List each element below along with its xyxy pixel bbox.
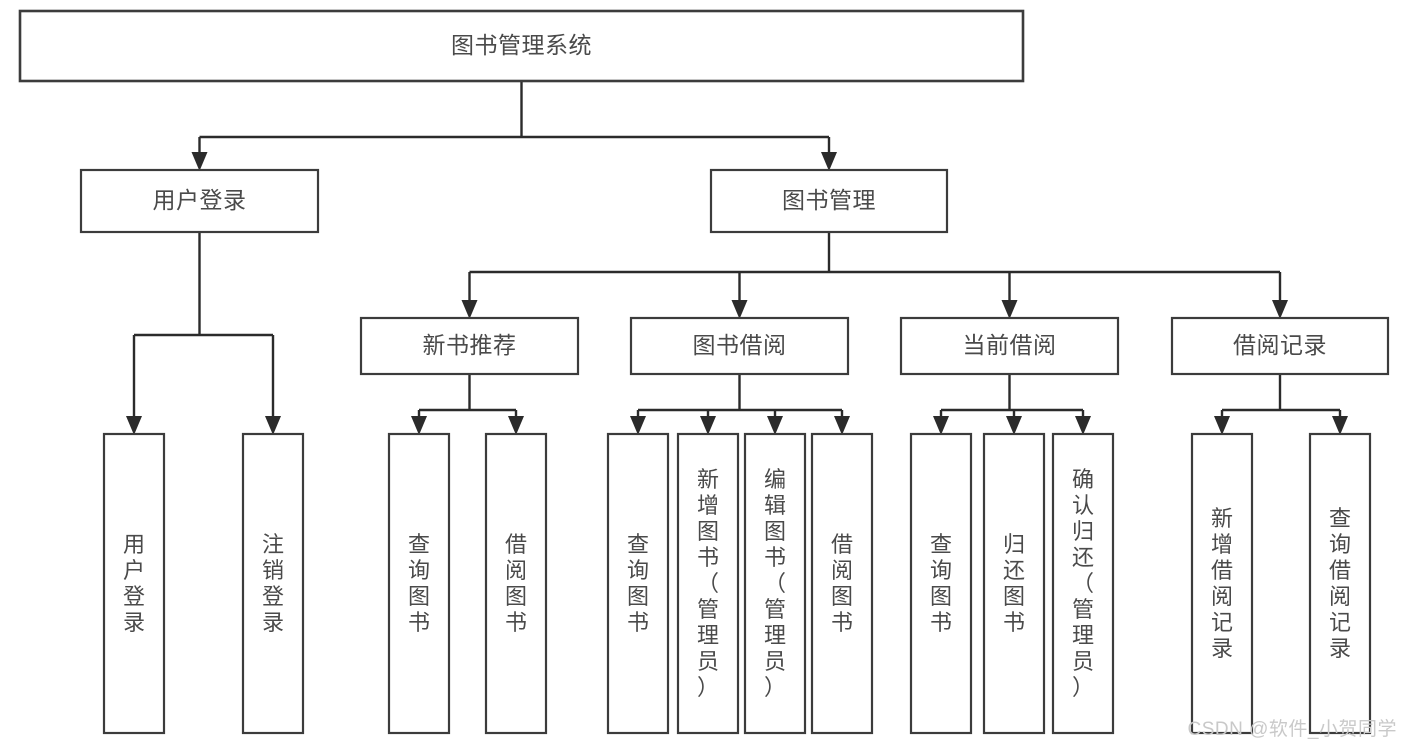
node-leaf-query-borrow-record[interactable]: 查询借阅记录 [1308,432,1372,735]
node-root[interactable]: 图书管理系统 [18,9,1025,83]
edge-arrowhead-icon [1001,300,1018,319]
edges-layer [126,81,1348,435]
node-label: 借阅记录 [1233,332,1327,358]
node-box[interactable] [1308,432,1372,735]
node-leaf-borrow-book[interactable]: 借阅图书 [810,432,874,735]
node-box[interactable] [709,168,949,234]
edge-arrowhead-icon [933,416,949,435]
node-box[interactable] [1170,316,1390,376]
node-label: 查询图书 [627,532,649,635]
edge-arrowhead-icon [508,416,524,435]
node-leaf-add-book[interactable]: 新增图书（管理员） [676,432,740,735]
node-new-book-recommend[interactable]: 新书推荐 [359,316,580,376]
node-leaf-query-book-current[interactable]: 查询图书 [909,432,973,735]
edge-arrowhead-icon [1272,300,1288,319]
node-label: 注销登录 [262,532,284,635]
node-label: 图书管理 [782,187,876,213]
node-book-borrow[interactable]: 图书借阅 [629,316,850,376]
node-box[interactable] [359,316,580,376]
edge-arrowhead-icon [191,152,208,171]
edge-arrowhead-icon [126,416,142,435]
node-box[interactable] [810,432,874,735]
node-leaf-query-book-borrow[interactable]: 查询图书 [606,432,670,735]
node-current-borrow[interactable]: 当前借阅 [899,316,1120,376]
node-box[interactable] [606,432,670,735]
node-box[interactable] [79,168,320,234]
node-leaf-return-book[interactable]: 归还图书 [982,432,1046,735]
node-label: 用户登录 [123,532,145,635]
node-box[interactable] [743,432,807,735]
edge-arrowhead-icon [1214,416,1230,435]
edge-arrowhead-icon [630,416,646,435]
node-label: 查询图书 [930,532,952,635]
node-leaf-logout-login[interactable]: 注销登录 [241,432,305,735]
node-label: 新增图书（管理员） [697,467,719,700]
edge-arrowhead-icon [1332,416,1348,435]
nodes-layer: 图书管理系统用户登录图书管理新书推荐图书借阅当前借阅借阅记录用户登录注销登录查询… [18,9,1390,735]
node-label: 用户登录 [153,187,247,213]
node-leaf-borrow-book-recommend[interactable]: 借阅图书 [484,432,548,735]
node-label: 借阅图书 [831,532,853,635]
node-box[interactable] [18,9,1025,83]
node-label: 确认归还（管理员） [1072,467,1094,700]
edge-group-book-borrow [630,374,850,435]
node-box[interactable] [1190,432,1254,735]
node-box[interactable] [676,432,740,735]
node-label: 图书借阅 [693,332,787,358]
edge-group-user-login [126,232,281,435]
edge-group-book-manage [461,232,1288,319]
edge-arrowhead-icon [767,416,783,435]
node-box[interactable] [241,432,305,735]
node-label: 当前借阅 [963,332,1057,358]
node-box[interactable] [1051,432,1115,735]
node-label: 编辑图书（管理员） [764,467,786,700]
node-leaf-user-login[interactable]: 用户登录 [102,432,166,735]
edge-arrowhead-icon [1006,416,1022,435]
node-leaf-add-borrow-record[interactable]: 新增借阅记录 [1190,432,1254,735]
node-leaf-confirm-return[interactable]: 确认归还（管理员） [1051,432,1115,735]
node-box[interactable] [899,316,1120,376]
edge-arrowhead-icon [265,416,281,435]
node-leaf-edit-book[interactable]: 编辑图书（管理员） [743,432,807,735]
node-label: 查询图书 [408,532,430,635]
edge-group-new-book-recommend [411,374,524,435]
edge-group-current-borrow [933,374,1091,435]
edge-arrowhead-icon [700,416,716,435]
edge-arrowhead-icon [834,416,850,435]
node-label: 借阅图书 [505,532,527,635]
edge-arrowhead-icon [821,152,837,171]
node-user-login[interactable]: 用户登录 [79,168,320,234]
edge-arrowhead-icon [411,416,427,435]
edge-arrowhead-icon [1075,416,1091,435]
node-box[interactable] [484,432,548,735]
node-label: 新书推荐 [423,332,517,358]
edge-group-root [191,81,837,171]
node-label: 图书管理系统 [451,32,592,58]
node-box[interactable] [909,432,973,735]
node-borrow-record[interactable]: 借阅记录 [1170,316,1390,376]
node-box[interactable] [982,432,1046,735]
edge-arrowhead-icon [461,300,478,319]
node-label: 归还图书 [1003,532,1025,635]
edge-group-borrow-record [1214,374,1348,435]
node-box[interactable] [102,432,166,735]
node-book-manage[interactable]: 图书管理 [709,168,949,234]
node-box[interactable] [629,316,850,376]
edge-arrowhead-icon [731,300,748,319]
node-label: 新增借阅记录 [1211,506,1233,661]
node-leaf-query-book-recommend[interactable]: 查询图书 [387,432,451,735]
node-box[interactable] [387,432,451,735]
node-label: 查询借阅记录 [1329,506,1351,661]
